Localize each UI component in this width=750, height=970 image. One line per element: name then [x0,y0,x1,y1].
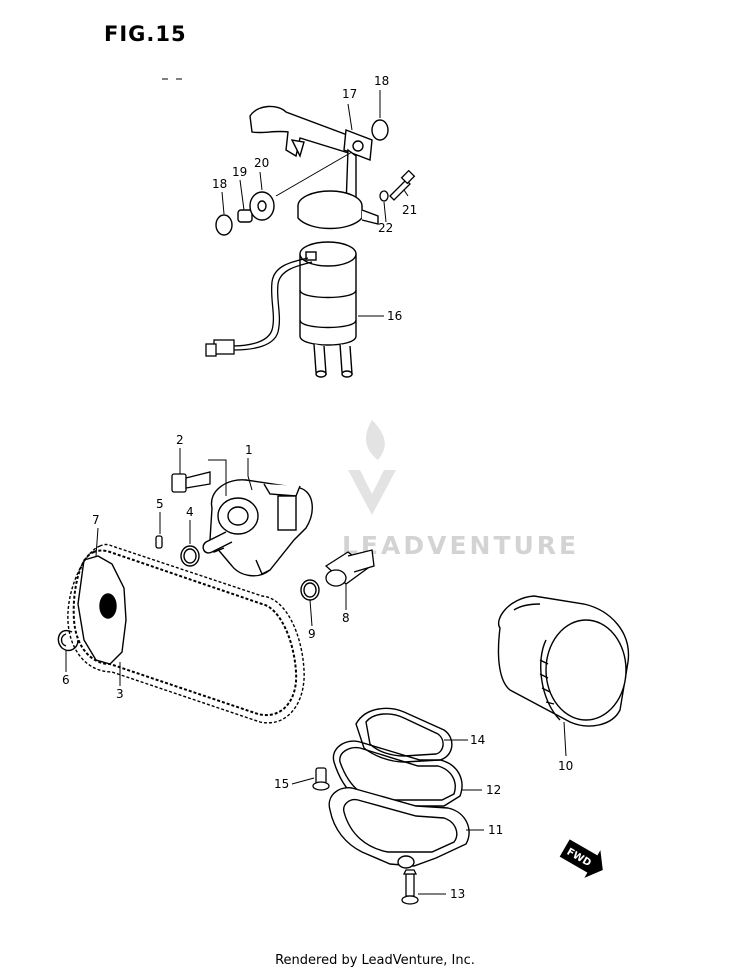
bolt-15 [312,767,330,791]
footer-credit: Rendered by LeadVenture, Inc. [275,953,475,968]
callout-9: 9 [308,627,316,641]
callout-19: 19 [232,165,247,179]
sprocket-3 [77,555,127,665]
callout-13: 13 [450,887,465,901]
grommet-20 [249,191,275,221]
callout-10: 10 [558,759,573,773]
watermark-text: LEADVENTURE [342,531,579,560]
washer-22 [379,190,389,202]
forward-direction-badge: FWD [559,839,603,878]
callout-1: 1 [245,443,253,457]
callout-14: 14 [470,733,485,747]
callout-5: 5 [156,497,164,511]
bolt-21 [389,169,416,201]
pan-11 [328,787,470,869]
callout-17: 17 [342,87,357,101]
callout-18-left: 18 [212,177,227,191]
callout-6: 6 [62,673,70,687]
relief-valve-8 [324,549,375,587]
collar-19 [237,209,253,223]
callout-18-top: 18 [374,74,389,88]
fuel-pump-16 [299,241,357,378]
pin-5 [155,535,163,549]
callout-3: 3 [116,687,124,701]
callout-7: 7 [92,513,100,527]
leader-lines [65,90,567,895]
bolt-2 [171,471,211,493]
callout-21: 21 [402,203,417,217]
callout-12: 12 [486,783,501,797]
fuel-pump-wire-harness [205,257,313,357]
fuel-pump-clamp-band [297,190,379,230]
o-ring-4 [180,545,200,567]
callout-22: 22 [378,221,393,235]
drive-chain-7 [67,543,305,724]
cushion-18-left [215,214,233,236]
cover-14 [355,707,453,763]
fwd-arrow-icon [559,839,603,878]
oil-pump-1 [202,479,313,577]
watermark-flame-icon [365,420,385,460]
figure-title: FIG.15 [104,22,187,46]
cushion-18-right [371,119,389,141]
o-ring-9 [300,579,320,601]
callout-11: 11 [488,823,503,837]
callout-4: 4 [186,505,194,519]
callout-15: 15 [274,777,289,791]
pump-assembly-leader-lines [275,151,353,197]
callout-2: 2 [176,433,184,447]
circlip-6 [57,629,79,652]
callout-20: 20 [254,156,269,170]
oil-filter-10 [497,595,630,727]
bolt-13 [401,869,419,905]
callout-labels: 17 18 20 19 18 21 22 16 2 1 5 4 7 8 9 6 … [62,74,573,901]
callout-8: 8 [342,611,350,625]
watermark-v-icon [348,470,396,515]
watermark: LEADVENTURE [342,420,579,560]
callout-16: 16 [387,309,402,323]
